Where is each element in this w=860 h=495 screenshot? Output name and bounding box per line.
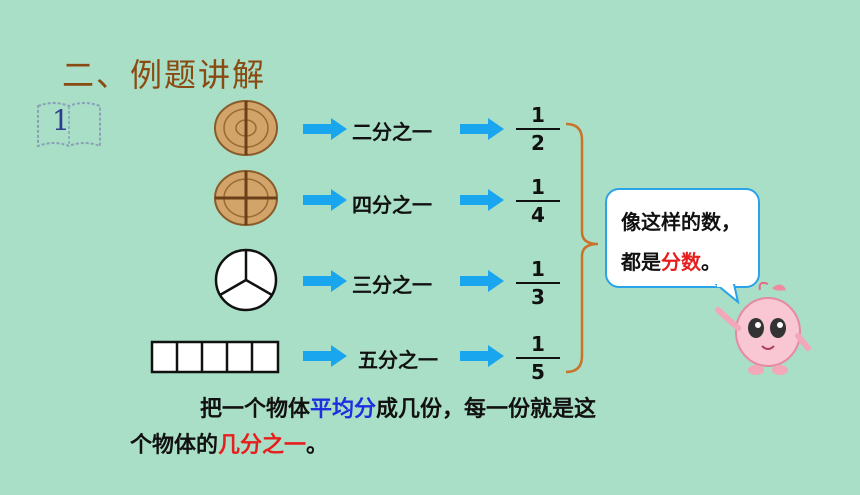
row-label: 二分之一: [352, 120, 432, 144]
cartoon-character: [715, 281, 811, 375]
description-line-1: 把一个物体平均分成几份，每一份就是这: [200, 397, 597, 422]
numerator: 1: [531, 332, 545, 356]
biscuit-half-image: [214, 100, 278, 156]
denominator: 5: [531, 360, 545, 384]
example-number: 1: [52, 104, 70, 137]
fraction: 1 2: [516, 104, 560, 154]
highlight-fraction: 分数: [661, 250, 701, 274]
bubble-tail: [714, 284, 740, 304]
bar-fifths-image: [150, 340, 280, 374]
fraction: 1 3: [516, 258, 560, 308]
speech-bubble: 像这样的数， 都是分数。: [605, 188, 760, 288]
fraction: 1 4: [516, 176, 560, 226]
arrow-right-icon: [460, 189, 504, 211]
arrow-right-icon: [303, 270, 347, 292]
arrow-right-icon: [303, 345, 347, 367]
denominator: 2: [531, 131, 545, 155]
row-label: 四分之一: [352, 193, 432, 217]
row-label: 五分之一: [358, 348, 438, 372]
bubble-line-2: 都是分数。: [621, 250, 721, 274]
fraction: 1 5: [516, 333, 560, 383]
arrow-right-icon: [303, 118, 347, 140]
arrow-right-icon: [460, 345, 504, 367]
highlight-fraction-name: 几分之一: [218, 433, 307, 458]
row-label: 三分之一: [352, 273, 432, 297]
description-line-2: 个物体的几分之一。: [130, 433, 329, 458]
circle-thirds-image: [214, 248, 278, 312]
denominator: 3: [531, 285, 545, 309]
denominator: 4: [531, 203, 545, 227]
highlight-average: 平均分: [310, 397, 377, 422]
description: 把一个物体平均分成几份，每一份就是这 个物体的几分之一。: [130, 392, 730, 464]
biscuit-quarter-image: [214, 170, 278, 226]
numerator: 1: [531, 175, 545, 199]
arrow-right-icon: [303, 189, 347, 211]
arrow-right-icon: [460, 270, 504, 292]
book-icon: [37, 102, 101, 148]
curly-bracket: [565, 122, 599, 374]
bubble-line-1: 像这样的数，: [621, 210, 741, 234]
page-title: 二、例题讲解: [62, 56, 267, 94]
numerator: 1: [531, 257, 545, 281]
numerator: 1: [531, 103, 545, 127]
arrow-right-icon: [460, 118, 504, 140]
